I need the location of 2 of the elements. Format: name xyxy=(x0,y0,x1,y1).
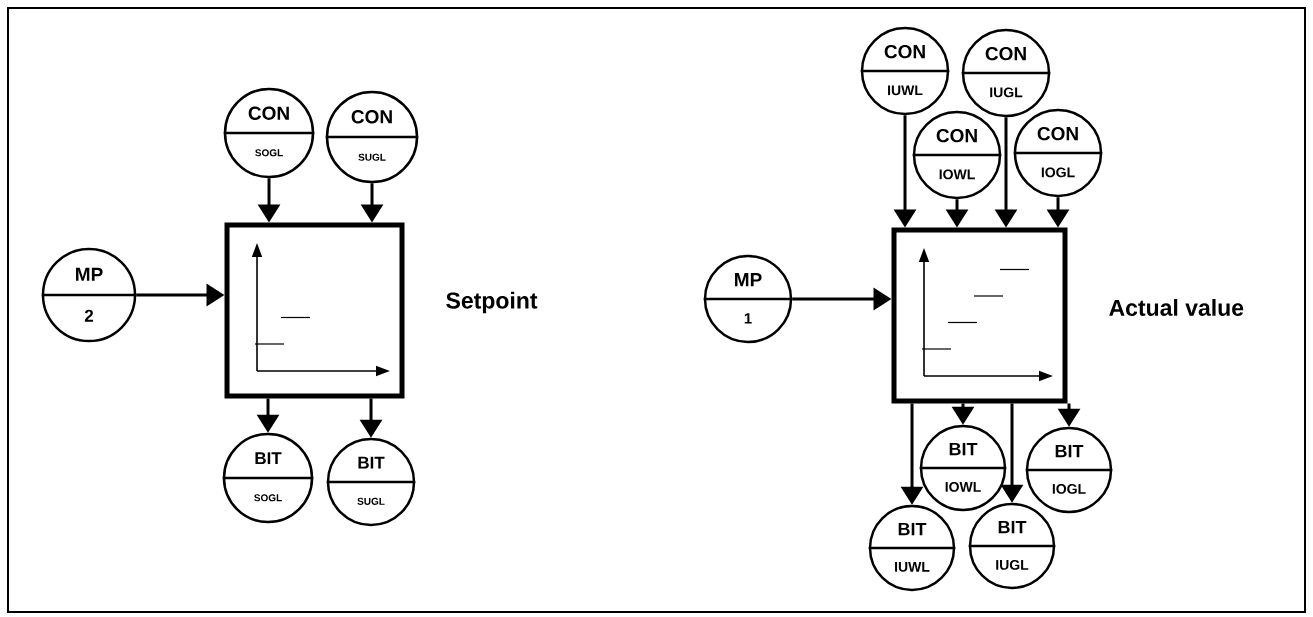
block-caption: Actual value xyxy=(1109,299,1244,316)
block-caption: Setpoint xyxy=(446,291,538,314)
